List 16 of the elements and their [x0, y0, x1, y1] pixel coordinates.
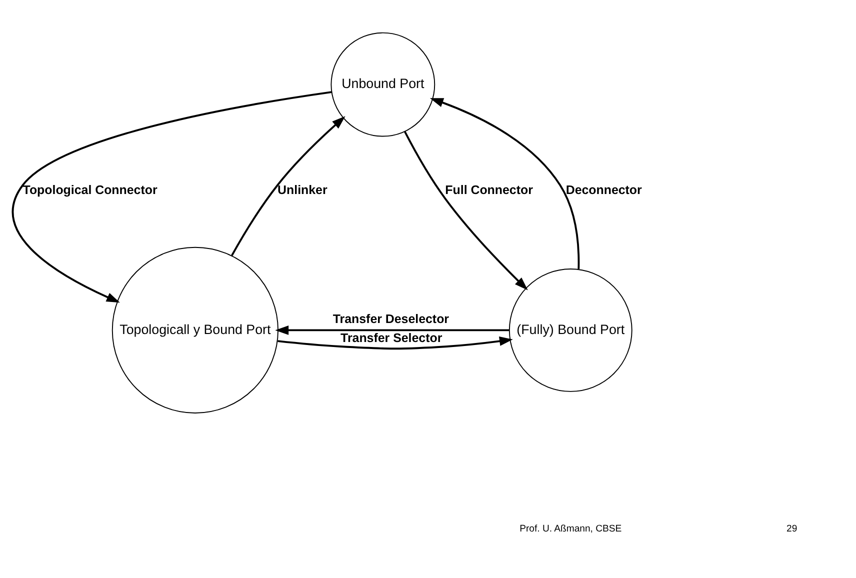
arrow: [404, 130, 528, 290]
node-circle: Topologicall y Bound Port: [112, 246, 278, 413]
arrow: [278, 336, 513, 350]
arrow: [12, 90, 332, 302]
node-circle: (Fully) Bound Port: [508, 268, 632, 392]
arrow: [231, 116, 346, 256]
arrow: [275, 325, 510, 334]
edge-label: Topological Connector: [22, 182, 158, 197]
edge-label: Deconnector: [566, 182, 642, 197]
edge-label: Unlinker: [278, 182, 328, 197]
edge-label: Full Connector: [445, 182, 533, 197]
edge-label: Transfer Selector: [340, 330, 442, 345]
arrow: [430, 98, 580, 269]
label: Prof. U. Aßmann, CBSE: [520, 522, 622, 534]
edge-label: Transfer Deselector: [332, 311, 450, 326]
label: 29: [786, 522, 798, 534]
